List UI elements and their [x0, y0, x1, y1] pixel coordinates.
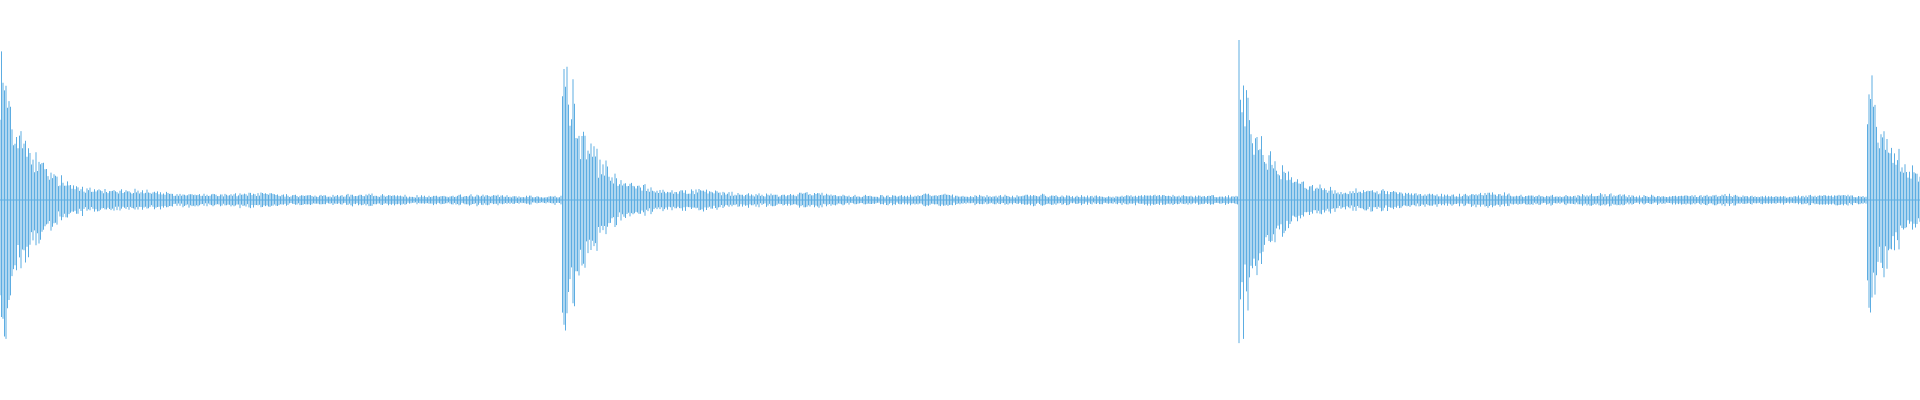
waveform-samples	[0, 40, 1920, 344]
